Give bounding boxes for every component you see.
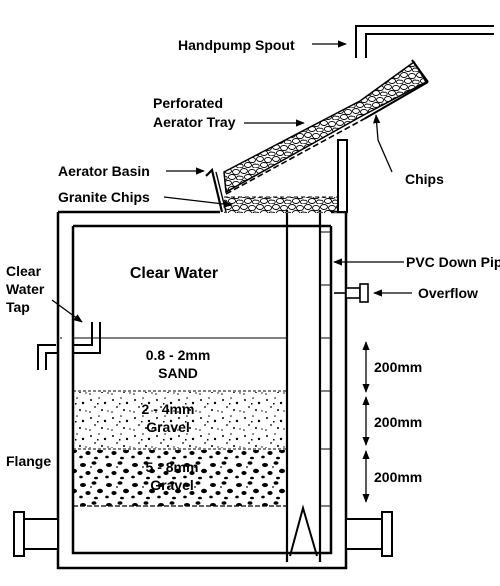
perforated-aerator-tray xyxy=(223,59,429,195)
gravel-large-label-2: Gravel xyxy=(150,477,194,493)
handpump-spout xyxy=(355,25,494,58)
gravel-small-label-2: Gravel xyxy=(146,419,190,435)
perforated-tray-label-1: Perforated xyxy=(153,95,223,111)
clear-water-tap-label-2: Water xyxy=(6,281,45,297)
gravel-small-label-1: 2 - 4mm xyxy=(142,401,195,417)
granite-chips-bed xyxy=(224,196,344,213)
chips-label: Chips xyxy=(405,171,444,187)
aerator-basin-label: Aerator Basin xyxy=(58,163,150,179)
handpump-spout-label: Handpump Spout xyxy=(178,37,295,53)
sand-label-1: 0.8 - 2mm xyxy=(146,347,211,363)
clear-water-tap-label-3: Tap xyxy=(6,299,30,315)
pvc-down-pipe-label: PVC Down Pipe xyxy=(406,254,500,270)
flange-label: Flange xyxy=(6,453,51,469)
sand-label-2: SAND xyxy=(158,365,198,381)
gravel-large-layer xyxy=(73,450,287,506)
bottom-flange-right xyxy=(345,511,393,557)
overflow-label: Overflow xyxy=(418,285,478,301)
clear-water-tap-label-1: Clear xyxy=(6,263,42,279)
clear-water-tap xyxy=(37,322,101,370)
overflow-pipe xyxy=(334,283,369,303)
dimension-label-2: 200mm xyxy=(374,414,422,430)
gravel-small-layer xyxy=(73,392,287,448)
leader-lines xyxy=(51,40,412,323)
gravel-large-label-1: 5 - 8mm xyxy=(146,459,199,475)
dimension-label-1: 200mm xyxy=(374,359,422,375)
perforated-tray-label-2: Aerator Tray xyxy=(153,114,236,130)
dimension-label-3: 200mm xyxy=(374,469,422,485)
bottom-flange-left xyxy=(13,511,59,557)
clear-water-zone-label: Clear Water xyxy=(130,265,218,282)
pvc-down-pipe xyxy=(285,210,331,562)
granite-chips-label: Granite Chips xyxy=(58,189,150,205)
